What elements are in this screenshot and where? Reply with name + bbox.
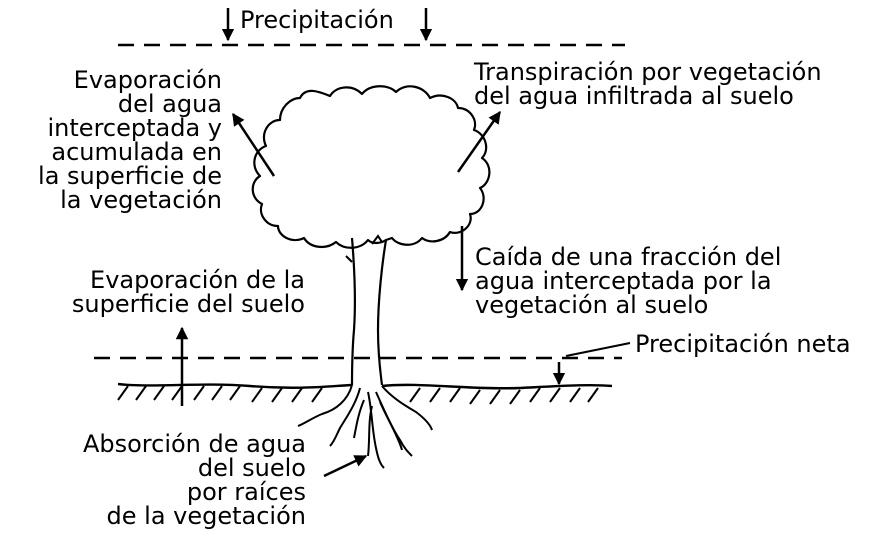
label-line: la vegetación xyxy=(60,186,222,214)
tree-trunk xyxy=(350,237,356,386)
label-line: Transpiración por vegetación xyxy=(474,58,822,86)
tree-trunk xyxy=(376,239,388,386)
label-line: por raíces xyxy=(186,478,306,506)
label-line: Absorción de agua xyxy=(82,430,306,458)
precipitation-label: Precipitación xyxy=(240,6,394,34)
label-line: del agua xyxy=(117,90,222,118)
transpiration-label: Transpiración por vegetación del agua in… xyxy=(474,60,822,108)
net-precipitation-leader xyxy=(565,342,631,357)
label-line: del suelo xyxy=(197,454,306,482)
label-line: superficie del suelo xyxy=(71,290,305,318)
branch-stub xyxy=(371,234,383,245)
tree-crown xyxy=(251,85,491,249)
label-line: Caída de una fracción del xyxy=(475,243,782,271)
ground-hatching xyxy=(117,385,599,405)
label-line: vegetación al suelo xyxy=(475,291,709,319)
label-line: Evaporación de la xyxy=(90,266,305,294)
label-line: de la vegetación xyxy=(106,502,306,530)
label-line: la superficie de xyxy=(38,162,222,190)
throughfall-label: Caída de una fracción del agua intercept… xyxy=(475,245,781,317)
label-line: acumulada en xyxy=(51,138,222,166)
label-line: interceptada y xyxy=(47,114,222,142)
evaporation-interception-label: Evaporación del agua interceptada y acum… xyxy=(0,68,222,212)
root-absorption-label: Absorción de agua del suelo por raíces d… xyxy=(0,432,306,528)
ground-surface xyxy=(117,382,613,390)
evaporation-interception-arrow xyxy=(231,112,276,177)
label-line: agua interceptada por la xyxy=(475,267,772,295)
root-absorption-arrow xyxy=(323,454,368,478)
label-line: Evaporación xyxy=(73,66,222,94)
branch-stub xyxy=(345,255,353,263)
label-line: del agua infiltrada al suelo xyxy=(474,82,794,110)
transpiration-arrow xyxy=(456,110,502,173)
tree-roots xyxy=(297,384,433,469)
net-precipitation-label: Precipitación neta xyxy=(635,330,851,358)
soil-evaporation-label: Evaporación de la superficie del suelo xyxy=(0,268,305,316)
